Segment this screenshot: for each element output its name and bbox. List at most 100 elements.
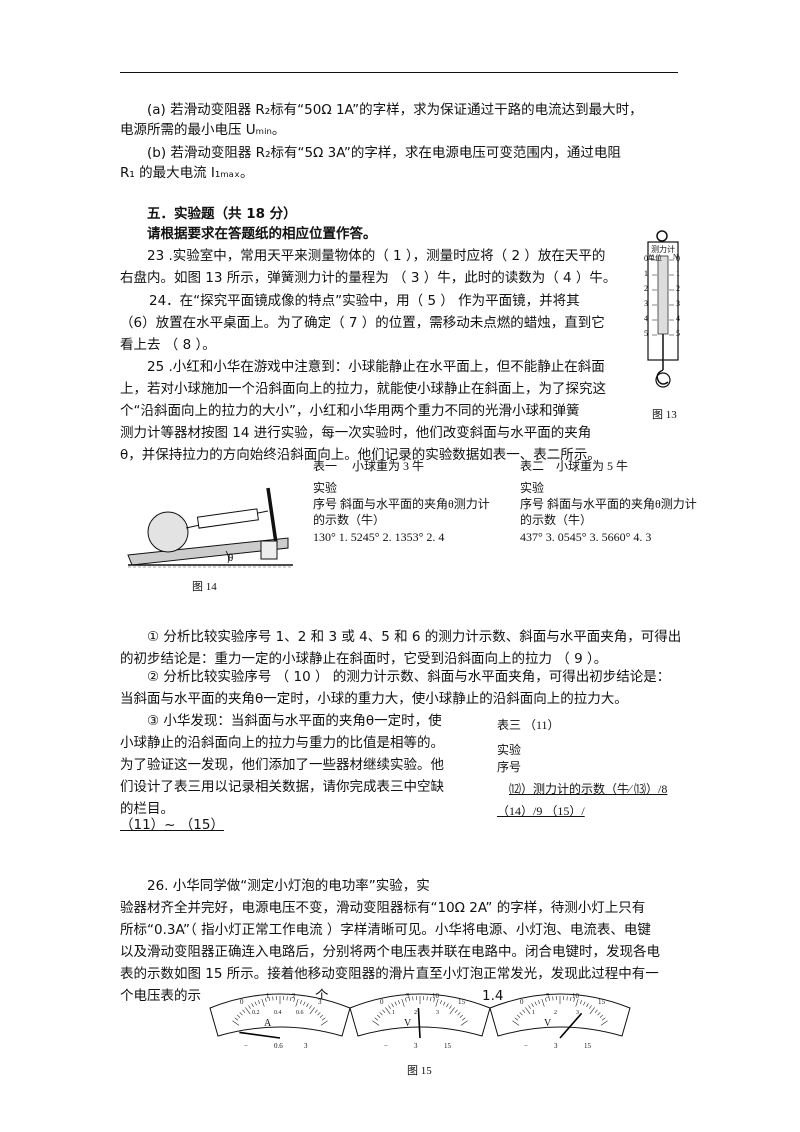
meterV2-dial bbox=[489, 993, 631, 1039]
part-b-line2: R₁ 的最大电流 I₁ₘₐₓ。 bbox=[120, 165, 254, 181]
conclusion3-blanks: （11）~ （15） bbox=[120, 817, 224, 833]
scale-unit: N bbox=[673, 253, 679, 261]
table3-header-1: 实验 bbox=[497, 743, 522, 757]
conclusion3-line5: 的栏目。 bbox=[120, 801, 174, 817]
part-a-line2: 电源所需的最小电压 Uₘᵢₙ。 bbox=[120, 122, 286, 138]
q26-line4: 以及滑动变阻器正确连入电路后，分别将两个电压表并联在电路中。闭合电键时，发现各电 bbox=[120, 944, 660, 960]
meterV2-big-0: 0 bbox=[520, 998, 524, 1006]
meterV1-term-2: 15 bbox=[444, 1042, 451, 1050]
meterA-big-2: 2 bbox=[292, 992, 296, 1000]
scale-tick-r-3: 3 bbox=[676, 299, 680, 308]
q26-line5: 表的示数如图 15 所示。接着他移动变阻器的滑片直至小灯泡正常发光，发现此过程中… bbox=[120, 966, 659, 982]
meterV2-big-2: 10 bbox=[572, 992, 579, 1000]
conclusion3-line3: 为了验证这一发现，他们添加了一些器材继续实验。他 bbox=[120, 757, 444, 773]
meterV2-big-3: 15 bbox=[598, 998, 605, 1006]
scale-tick-l-2: 2 bbox=[644, 284, 648, 293]
q24-line2: （6）放置在水平桌面上。为了确定（ 7 ）的位置，需移动未点燃的蜡烛，直到它 bbox=[120, 315, 605, 331]
meters-figure bbox=[209, 993, 631, 1039]
meterV2-small-2: 3 bbox=[576, 1010, 579, 1016]
table2-title: 表二 小球重为 5 牛 bbox=[520, 459, 629, 473]
scale-tick-r-0: 0 bbox=[676, 254, 680, 263]
table1-data: 130° 1. 5245° 2. 1353° 2. 4 bbox=[313, 530, 445, 544]
conclusion3-line2: 小球静止的沿斜面向上的拉力与重力的比值是相等的。 bbox=[120, 735, 444, 751]
part-b-line1: (b) 若滑动变阻器 R₂标有“5Ω 3A”的字样，求在电源电压可变范围内，通过… bbox=[147, 145, 621, 161]
meterA-big-1: 1 bbox=[266, 992, 270, 1000]
q23-line1: 23 .实验室中，常用天平来测量物体的（ 1 ），测量时应将（ 2 ）放在天平的 bbox=[147, 248, 606, 264]
meterA-small-1: 0.4 bbox=[274, 1010, 282, 1016]
conclusion1-line1: ① 分析比较实验序号 1、2 和 3 或 4、5 和 6 的测力计示数、斜面与水… bbox=[147, 629, 682, 645]
scale-title-2: 单位 bbox=[648, 254, 662, 262]
table1-title: 表一 小球重为 3 牛 bbox=[313, 459, 425, 473]
meterA-small-0: 0.2 bbox=[252, 1010, 260, 1016]
meterV1-big-0: 0 bbox=[380, 998, 384, 1006]
section-title: 五．实验题（共 18 分） bbox=[147, 206, 297, 222]
q25-line1: 25 .小红和小华在游戏中注意到：小球能静止在水平面上，但不能静止在斜面 bbox=[147, 359, 605, 375]
scale-tick-l-1: 1 bbox=[644, 269, 648, 278]
meterV1-term-0: − bbox=[384, 1042, 388, 1050]
scale-tick-r-5: 5 bbox=[676, 329, 680, 338]
table2-header-3: 的示数（牛） bbox=[520, 513, 593, 527]
table1-header-1: 实验 bbox=[313, 481, 338, 495]
q25-line3: 个“沿斜面向上的拉力的大小”，小红和小华用两个重力不同的光滑小球和弹簧 bbox=[120, 403, 580, 419]
scale-tick-l-4: 4 bbox=[644, 314, 648, 323]
part-a-line1: (a) 若滑动变阻器 R₂标有“50Ω 1A”的字样，求为保证通过干路的电流达到… bbox=[147, 102, 643, 118]
meterV1-small-1: 2 bbox=[414, 1010, 417, 1016]
meterA-term-0: − bbox=[244, 1042, 248, 1050]
table2-data: 437° 3. 0545° 3. 5660° 4. 3 bbox=[520, 530, 652, 544]
meterV2-term-1: 3 bbox=[554, 1042, 558, 1050]
meterV2-big-1: 5 bbox=[546, 992, 550, 1000]
q26-line2: 验器材齐全并完好，电源电压不变，滑动变阻器标有“10Ω 2A” 的字样，待测小灯… bbox=[120, 900, 646, 916]
q26-line6-c: 1.4 bbox=[482, 988, 504, 1004]
scale-tick-l-5: 5 bbox=[644, 329, 648, 338]
meterV1-small-2: 3 bbox=[436, 1010, 439, 1016]
meterV1-term-1: 3 bbox=[414, 1042, 418, 1050]
meterV2-term-2: 15 bbox=[584, 1042, 591, 1050]
incline-figure: θ bbox=[127, 487, 293, 568]
scale-tick-l-3: 3 bbox=[644, 299, 648, 308]
q24-line3: 看上去 （ 8 ）。 bbox=[120, 337, 216, 353]
section-instruction: 请根据要求在答题纸的相应位置作答。 bbox=[147, 226, 377, 242]
meterV1-small-0: 1 bbox=[392, 1010, 395, 1016]
q26-line1: 26. 小华同学做“测定小灯泡的电功率”实验，实 bbox=[147, 878, 430, 894]
meterV2-term-0: − bbox=[524, 1042, 528, 1050]
q26-line6: 个电压表的示 bbox=[120, 988, 201, 1004]
theta-label: θ bbox=[228, 552, 233, 564]
fig13-caption: 图 13 bbox=[652, 409, 677, 421]
table1-header-3: 的示数（牛） bbox=[313, 513, 386, 527]
q24-line1: 24．在“探究平面镜成像的特点”实验中，用（ 5 ） 作为平面镜，并将其 bbox=[149, 293, 580, 309]
meterV2-small-0: 1 bbox=[532, 1010, 535, 1016]
meterV1-needle bbox=[417, 1007, 421, 1039]
scale-title-1: 测力计 bbox=[651, 245, 675, 254]
meterA-big-3: 3 bbox=[318, 998, 322, 1006]
scale-tick-l-0: 0 bbox=[644, 254, 648, 263]
q26-line3: 所标“0.3A”（ 指小灯正常工作电流 ）字样清晰可见。小华将电源、小灯泡、电流… bbox=[120, 922, 651, 938]
q25-line2: 上，若对小球施加一个沿斜面向上的拉力，就能使小球静止在斜面上，为了探究这 bbox=[120, 381, 606, 397]
meterV2-needle bbox=[559, 1012, 583, 1039]
meterV1-big-1: 5 bbox=[406, 992, 410, 1000]
meterV1-unit: V bbox=[404, 1018, 412, 1029]
header-rule bbox=[120, 72, 678, 73]
meterV2-unit: V bbox=[544, 1018, 552, 1029]
table1-header-2: 序号 斜面与水平面的夹角θ测力计 bbox=[313, 497, 490, 511]
meterA-unit: A bbox=[264, 1018, 272, 1029]
table3-row-2: （14）/9 （15）/ bbox=[497, 804, 585, 818]
spring-balance-figure bbox=[647, 230, 679, 388]
q23-line2: 右盘内。如图 13 所示，弹簧测力计的量程为 （ 3 ）牛，此时的读数为（ 4 … bbox=[120, 270, 617, 286]
meterA-needle bbox=[239, 1031, 281, 1039]
meterA-dial bbox=[209, 993, 351, 1039]
fig15-caption: 图 15 bbox=[407, 1065, 432, 1077]
table3-row-1: ⑿）测力计的示数（牛∕ ⒀）/8 bbox=[509, 782, 668, 796]
meterA-term-2: 3 bbox=[304, 1042, 308, 1050]
meterV1-dial bbox=[349, 993, 491, 1039]
table3-title: 表三 （11） bbox=[497, 718, 560, 732]
conclusion2-line2: 当斜面与水平面的夹角θ一定时，小球的重力大，使小球静止的沿斜面向上的拉力大。 bbox=[120, 691, 628, 707]
meterA-term-1: 0.6 bbox=[274, 1042, 283, 1050]
conclusion3-line4: 们设计了表三用以记录相关数据，请你完成表三中空缺 bbox=[120, 779, 444, 795]
scale-tick-r-4: 4 bbox=[676, 314, 680, 323]
meterA-small-2: 0.6 bbox=[296, 1010, 304, 1016]
q25-line5: θ，并保持拉力的方向始终沿斜面向上。他们记录的实验数据如表一、表二所示。 bbox=[120, 447, 601, 463]
conclusion2-line1: ② 分析比较实验序号 （ 10 ） 的测力计示数、斜面与水平面夹角，可得出初步结… bbox=[147, 669, 671, 685]
meterV2-small-1: 2 bbox=[554, 1010, 557, 1016]
table2-header-1: 实验 bbox=[520, 481, 545, 495]
scale-tick-r-1: 1 bbox=[676, 269, 680, 278]
